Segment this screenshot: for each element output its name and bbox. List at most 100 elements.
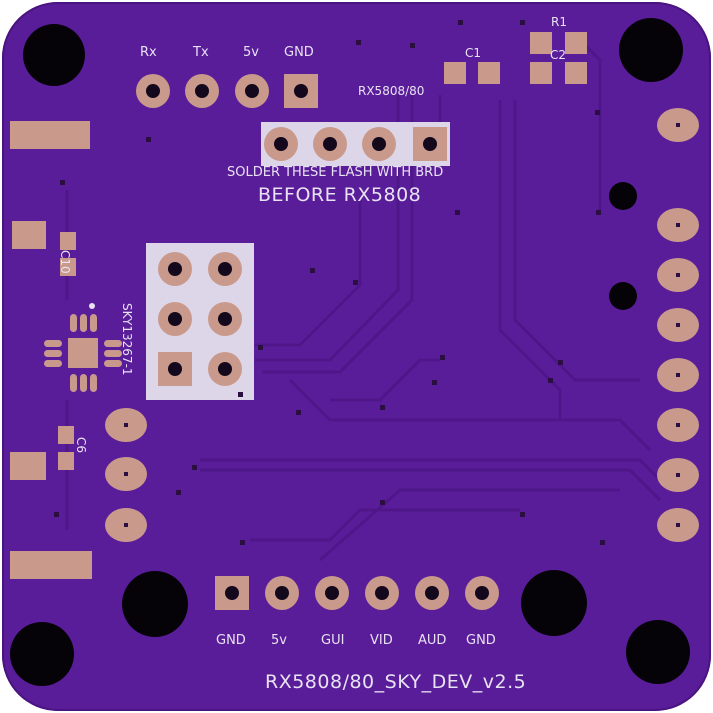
prog-pad-4 bbox=[208, 302, 242, 336]
via bbox=[520, 20, 525, 25]
top-header-pad-gnd bbox=[284, 74, 318, 108]
left-pad-pair-3 bbox=[10, 452, 46, 480]
c10-pad-1 bbox=[60, 232, 76, 250]
right-oval-pad-2 bbox=[657, 208, 699, 242]
via bbox=[548, 378, 553, 383]
via bbox=[353, 280, 358, 285]
bottom-header-pad-vid bbox=[365, 576, 399, 610]
prog-pad-5 bbox=[158, 352, 192, 386]
right-oval-pad-6 bbox=[657, 408, 699, 442]
bottom-header-pad-gnd-1 bbox=[215, 576, 249, 610]
ic-pin-r1 bbox=[104, 340, 122, 347]
via bbox=[258, 345, 263, 350]
ic-pin-t2 bbox=[80, 314, 87, 332]
via bbox=[54, 512, 59, 517]
via bbox=[380, 500, 385, 505]
right-oval-pad-1 bbox=[657, 108, 699, 142]
via bbox=[558, 360, 563, 365]
r1-pad-1 bbox=[530, 32, 552, 54]
right-oval-pad-4 bbox=[657, 308, 699, 342]
bottom-header-pad-gui bbox=[315, 576, 349, 610]
bottom-header-label-gnd-2: GND bbox=[466, 633, 496, 648]
top-header-label-gnd: GND bbox=[284, 45, 314, 60]
label-c6: C6 bbox=[74, 437, 88, 454]
ic-pin-t3 bbox=[90, 314, 97, 332]
via bbox=[192, 465, 197, 470]
right-oval-pad-7 bbox=[657, 458, 699, 492]
flash-pad-1 bbox=[264, 127, 298, 161]
flash-pad-4 bbox=[413, 127, 447, 161]
via bbox=[458, 20, 463, 25]
via bbox=[176, 490, 181, 495]
right-oval-pad-5 bbox=[657, 358, 699, 392]
via bbox=[296, 410, 301, 415]
ic-pin-l1 bbox=[44, 340, 62, 347]
bottom-header-label-aud: AUD bbox=[418, 633, 447, 648]
bottom-header-label-vid: VID bbox=[370, 633, 393, 648]
via bbox=[146, 137, 151, 142]
prog-pad-6 bbox=[208, 352, 242, 386]
c1-pad-1 bbox=[444, 62, 466, 84]
label-c1: C1 bbox=[465, 46, 482, 60]
via bbox=[238, 392, 243, 397]
left-pad-pair-2 bbox=[12, 221, 46, 249]
via bbox=[520, 512, 525, 517]
right-oval-pad-8 bbox=[657, 508, 699, 542]
top-header-label-tx: Tx bbox=[193, 45, 209, 60]
label-c10: C10 bbox=[58, 250, 72, 274]
board-title: RX5808/80_SKY_DEV_v2.5 bbox=[265, 671, 527, 693]
small-hole-right-2 bbox=[609, 282, 637, 310]
prog-pad-3 bbox=[158, 302, 192, 336]
mounting-hole-lower-left bbox=[122, 571, 188, 637]
via bbox=[60, 180, 65, 185]
mounting-hole-bottom-right bbox=[626, 620, 690, 684]
left-pad-pair-1 bbox=[10, 121, 90, 149]
via bbox=[600, 540, 605, 545]
via bbox=[310, 268, 315, 273]
via bbox=[595, 110, 600, 115]
top-header-label-5v: 5v bbox=[243, 45, 259, 60]
ic-pin-b2 bbox=[80, 374, 87, 392]
top-header-label-rx: Rx bbox=[140, 45, 157, 60]
left-oval-pad-1 bbox=[105, 408, 147, 442]
flash-note-line-2: BEFORE RX5808 bbox=[258, 184, 422, 206]
c6-pad-1 bbox=[58, 426, 74, 444]
left-pad-pair-4 bbox=[10, 551, 92, 579]
ic-pin-b3 bbox=[90, 374, 97, 392]
ic-pin-r3 bbox=[104, 360, 122, 367]
prog-pad-1 bbox=[158, 252, 192, 286]
ic-pin-b1 bbox=[70, 374, 77, 392]
right-oval-pad-3 bbox=[657, 258, 699, 292]
top-header-pad-tx bbox=[185, 74, 219, 108]
bottom-header-pad-gnd-2 bbox=[465, 576, 499, 610]
via bbox=[356, 40, 361, 45]
c2-pad-1 bbox=[530, 62, 552, 84]
prog-pad-2 bbox=[208, 252, 242, 286]
c1-pad-2 bbox=[478, 62, 500, 84]
label-ic-sky13267: SKY13267-1 bbox=[120, 303, 134, 376]
ic-pin1-dot bbox=[89, 303, 95, 309]
flash-pad-2 bbox=[313, 127, 347, 161]
mounting-hole-bottom-left bbox=[10, 622, 74, 686]
via bbox=[410, 43, 415, 48]
flash-header-label: RX5808/80 bbox=[358, 84, 425, 98]
label-c2: C2 bbox=[550, 48, 567, 62]
ic-pin-l3 bbox=[44, 360, 62, 367]
via bbox=[240, 540, 245, 545]
top-header-pad-rx bbox=[136, 74, 170, 108]
bottom-header-label-gnd-1: GND bbox=[216, 633, 246, 648]
mounting-hole-top-left bbox=[23, 24, 85, 86]
via bbox=[596, 210, 601, 215]
top-header-pad-5v bbox=[235, 74, 269, 108]
ic-center-pad bbox=[68, 338, 98, 368]
c10-pad-2 bbox=[60, 258, 76, 276]
bottom-header-label-5v: 5v bbox=[271, 633, 287, 648]
bottom-header-pad-5v bbox=[265, 576, 299, 610]
label-r1: R1 bbox=[551, 15, 567, 29]
via bbox=[432, 380, 437, 385]
ic-pin-l2 bbox=[44, 350, 62, 357]
via bbox=[440, 355, 445, 360]
c2-pad-2 bbox=[565, 62, 587, 84]
flash-pad-3 bbox=[362, 127, 396, 161]
ic-pin-r2 bbox=[104, 350, 122, 357]
